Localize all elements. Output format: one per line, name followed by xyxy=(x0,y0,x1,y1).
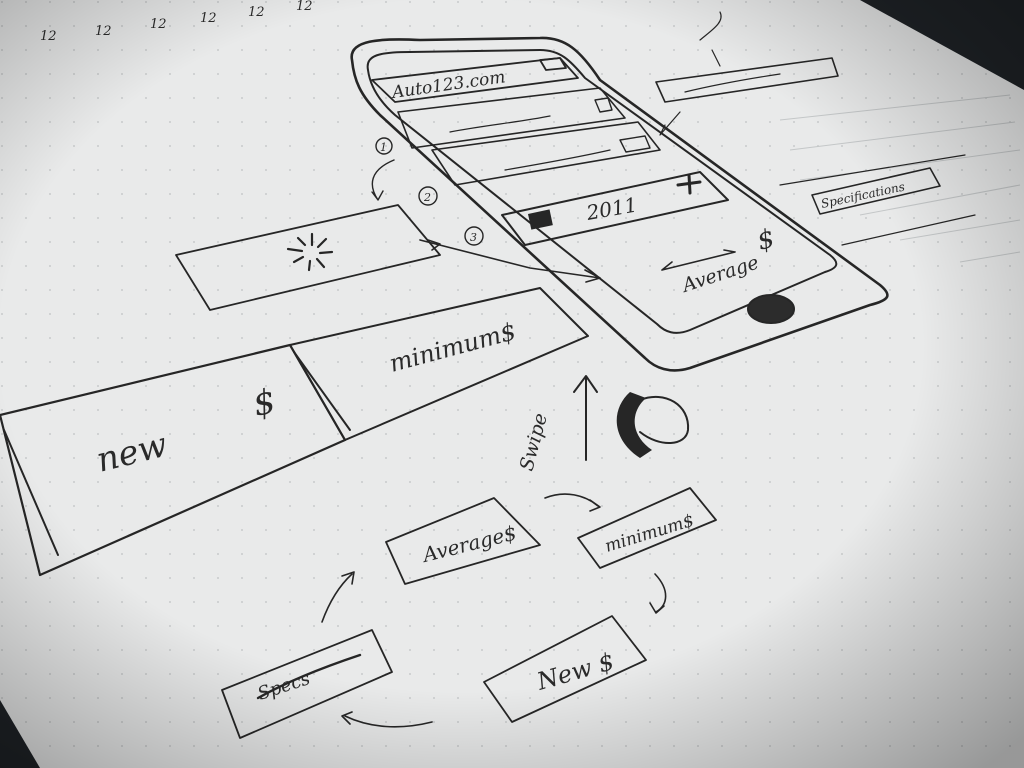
svg-text:12: 12 xyxy=(296,0,313,14)
svg-text:12: 12 xyxy=(248,5,265,20)
marker-1: 1 xyxy=(380,141,387,154)
svg-text:12: 12 xyxy=(150,17,167,32)
marker-3: 3 xyxy=(470,231,477,244)
marker-2: 2 xyxy=(423,191,431,204)
svg-text:12: 12 xyxy=(95,24,112,39)
svg-text:12: 12 xyxy=(200,11,217,26)
svg-text:12: 12 xyxy=(40,29,57,44)
home-button-icon xyxy=(747,294,795,324)
